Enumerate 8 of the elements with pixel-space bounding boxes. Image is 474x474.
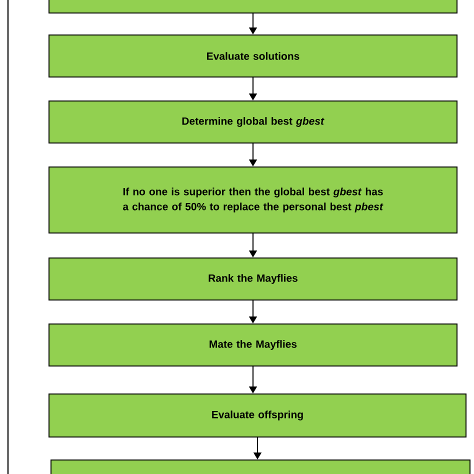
process-box bbox=[50, 460, 470, 474]
process-box: Evaluate offspring bbox=[48, 394, 466, 438]
process-box: Mate the Mayflies bbox=[48, 324, 458, 366]
process-box: Determine global best gbest bbox=[48, 100, 458, 144]
process-box bbox=[48, 0, 458, 14]
process-box: Evaluate solutions bbox=[48, 34, 458, 78]
process-box: Rank the Mayflies bbox=[48, 258, 458, 300]
process-box: If no one is superior then the global best gbest has a chance of 50% to replace the personal best pbest bbox=[48, 166, 458, 234]
